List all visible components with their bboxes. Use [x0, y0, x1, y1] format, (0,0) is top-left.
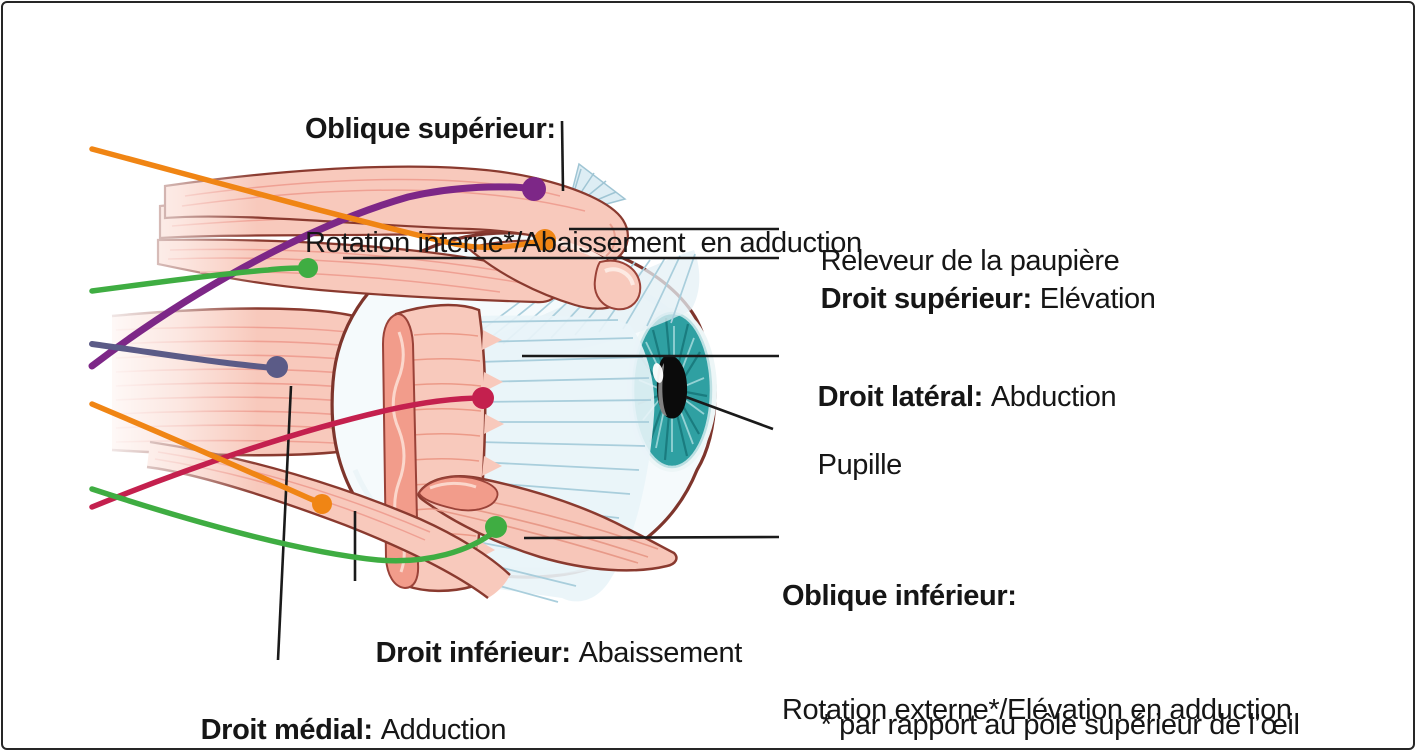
pointer-lines [276, 120, 780, 661]
label-droit-superieur-title: Droit supérieur: [820, 283, 1033, 315]
label-releveur-paupiere: Releveur de la paupière [790, 204, 1120, 318]
label-droit-medial-title: Droit médial: [200, 714, 373, 746]
pupil [656, 354, 688, 419]
dot-droit-inferieur [312, 494, 332, 514]
dot-droit-superieur [298, 258, 318, 278]
label-droit-medial-action: Adduction [380, 714, 507, 746]
dot-droit-medial [266, 356, 288, 378]
dot-releveur [534, 229, 556, 251]
label-oblique-superieur-action: Rotation interne*/Abaissement en adducti… [305, 227, 862, 259]
curve-oblique-inferieur [89, 486, 498, 564]
dot-oblique-superieur [522, 177, 546, 201]
iris-dark-streaks [637, 317, 708, 461]
pupil-glint [652, 363, 664, 383]
iris-light-streaks [638, 326, 705, 452]
dot-oblique-inferieur [485, 516, 507, 538]
pointer-droit-medial [276, 385, 293, 661]
label-oblique-inferieur-action: Rotation externe*/Elévation en adduction [782, 694, 1292, 726]
pointer-oblique-superieur [560, 120, 565, 192]
label-droit-lateral-title: Droit latéral: [817, 381, 984, 413]
label-droit-inferieur: Droit inférieur:Abaissement [345, 596, 743, 710]
curve-droit-lateral [89, 395, 486, 510]
label-oblique-superieur-title: Oblique supérieur: [305, 113, 556, 145]
label-oblique-inferieur-title: Oblique inférieur: [782, 580, 1017, 612]
dot-droit-lateral [472, 387, 494, 409]
left-fade-overlay [86, 138, 258, 643]
label-releveur-paupiere-title: Releveur de la paupière [820, 245, 1120, 277]
label-droit-superieur: Droit supérieur:Elévation [790, 242, 1156, 356]
label-droit-inferieur-action: Abaissement [578, 637, 743, 669]
label-oblique-superieur: Oblique supérieur: Rotation interne*/Aba… [305, 34, 862, 338]
label-oblique-inferieur: Oblique inférieur: Rotation externe*/Elé… [782, 501, 1292, 751]
pointer-oblique-inferieur [523, 535, 780, 540]
label-droit-superieur-action: Elévation [1039, 283, 1156, 315]
curve-droit-superieur [89, 265, 311, 294]
muscle-action-curves [88, 146, 556, 564]
label-droit-inferieur-title: Droit inférieur: [375, 637, 571, 669]
label-footnote: * par rapport au pôle supérieur de l’œil [790, 668, 1300, 751]
pointer-pupille [685, 395, 774, 431]
label-droit-medial: Droit médial:Adduction [170, 673, 507, 751]
footnote-text: * par rapport au pôle supérieur de l’œil [820, 709, 1300, 741]
curve-droit-inferieur [89, 401, 325, 507]
label-droit-lateral: Droit latéral:Abduction [787, 340, 1117, 454]
curve-releveur [89, 146, 548, 251]
curve-oblique-superieur [88, 183, 538, 370]
label-droit-lateral-action: Abduction [990, 381, 1117, 413]
label-pupille: Pupille [787, 408, 903, 522]
oblique-inferieur-muscle [417, 475, 678, 572]
label-pupille-title: Pupille [817, 449, 903, 481]
